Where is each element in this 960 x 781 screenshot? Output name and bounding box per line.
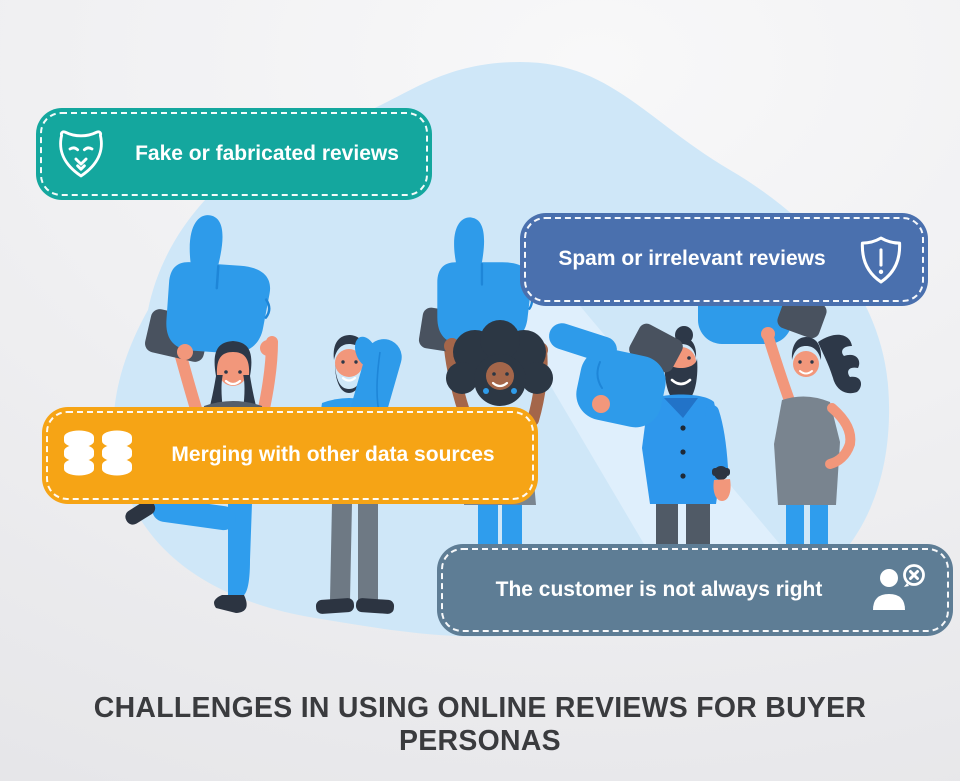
callout-fake-reviews: Fake or fabricated reviews (36, 108, 432, 200)
callout-label: The customer is not always right (495, 577, 823, 601)
page-title: CHALLENGES IN USING ONLINE REVIEWS FOR B… (93, 692, 867, 757)
user-x-icon (867, 562, 929, 618)
mask-icon (54, 127, 108, 181)
shield-exclamation-icon (854, 233, 908, 287)
callout-customer-right: The customer is not always right (437, 544, 953, 636)
callout-label: Merging with other data sources (171, 443, 495, 467)
database-icon (62, 429, 136, 483)
callout-merging-data: Merging with other data sources (42, 407, 538, 504)
callout-label: Spam or irrelevant reviews (558, 247, 826, 271)
callout-spam-reviews: Spam or irrelevant reviews (520, 213, 928, 306)
callout-label: Fake or fabricated reviews (135, 141, 399, 165)
person-bun-man (549, 323, 731, 558)
